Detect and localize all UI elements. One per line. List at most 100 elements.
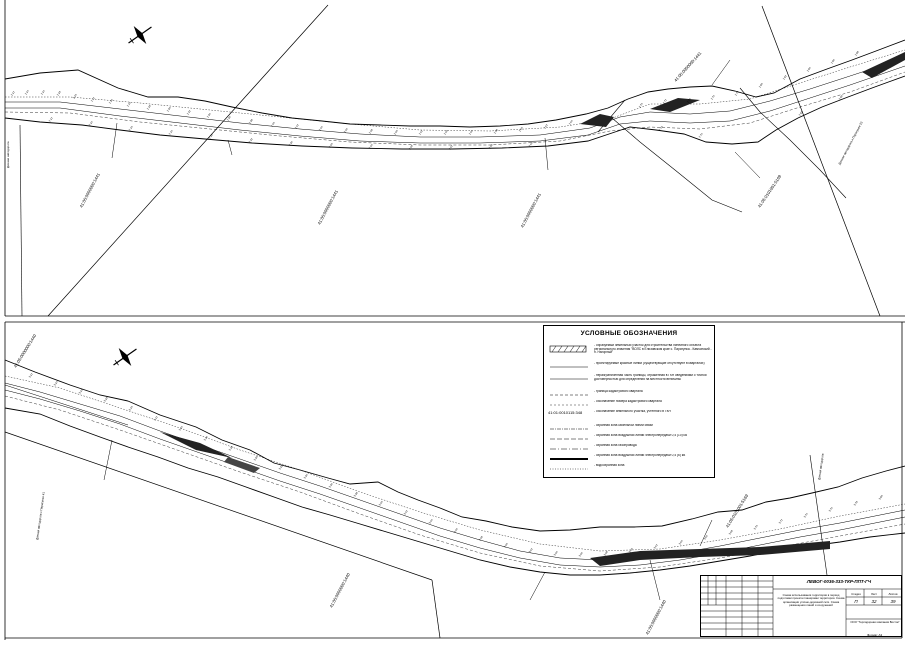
svg-text:2:74: 2:74 <box>698 132 704 139</box>
svg-text:2:12: 2:12 <box>48 116 54 123</box>
legend-title: УСЛОВНЫЕ ОБОЗНАЧЕНИЯ <box>580 330 678 337</box>
svg-text:1:22: 1:22 <box>90 96 96 103</box>
svg-text:2:86: 2:86 <box>838 94 844 101</box>
svg-text:3:38: 3:38 <box>353 491 359 498</box>
legend-text: - обозначение земельного участка, учтенн… <box>594 410 671 413</box>
top-sheet <box>4 4 905 317</box>
legend-item-land-plot: 41:01:0010115:348 - обозначение земельно… <box>546 410 714 422</box>
legend-symbol-hatch <box>549 345 587 353</box>
title-block-grid <box>700 575 902 637</box>
svg-text:1:78: 1:78 <box>734 90 740 97</box>
svg-text:1:28: 1:28 <box>146 104 152 111</box>
svg-text:1:30: 1:30 <box>166 106 172 113</box>
svg-text:1:88: 1:88 <box>854 50 860 57</box>
svg-text:1:58: 1:58 <box>493 128 499 135</box>
legend-number-label: 41:01:0010115:348 <box>548 410 583 415</box>
svg-text:2:70: 2:70 <box>658 125 664 132</box>
title-block: ЛЕВОГ-0036-333-ТКР-ППТ-ГЧ Схема использо… <box>700 575 902 637</box>
legend: УСЛОВНЫЕ ОБОЗНАЧЕНИЯ - образуемый земель… <box>543 325 715 478</box>
svg-text:3:16: 3:16 <box>78 388 84 395</box>
legend-symbol-line <box>550 378 588 380</box>
legend-text: - граница кадастрового квартала <box>594 390 643 393</box>
legend-symbol-dash-line <box>550 404 588 406</box>
organization: ООО "Терлидорная компания Восток" <box>850 620 900 624</box>
legend-text: - обозначение номера кадастрового кварта… <box>594 400 662 403</box>
svg-text:2:82: 2:82 <box>798 110 804 117</box>
legend-item-quarter-border: - граница кадастрового квартала <box>546 390 714 402</box>
svg-text:3:60: 3:60 <box>628 547 634 554</box>
legend-item-power-zone: - охранная зона воздушной линии электроп… <box>546 434 714 446</box>
bottom-sheet <box>4 359 905 639</box>
svg-text:3:30: 3:30 <box>253 455 259 462</box>
svg-text:3:78: 3:78 <box>853 500 859 507</box>
svg-text:1:62: 1:62 <box>543 123 549 130</box>
legend-item-red-lines: - проектируемые красные линии (существую… <box>546 362 714 374</box>
svg-text:1:54: 1:54 <box>443 129 449 136</box>
svg-text:2:60: 2:60 <box>528 141 534 148</box>
svg-text:1:20: 1:20 <box>72 93 78 100</box>
svg-text:1:76: 1:76 <box>710 94 716 101</box>
stage-value: П <box>854 599 858 604</box>
svg-text:1:60: 1:60 <box>518 126 524 133</box>
legend-symbol-dash-line <box>550 438 588 440</box>
svg-text:3:42: 3:42 <box>403 509 409 516</box>
svg-text:3:70: 3:70 <box>753 524 759 531</box>
svg-text:3:18: 3:18 <box>103 396 109 403</box>
top-survey-points: 1:12 1:14 1:16 1:18 1:20 1:22 1:24 1:26 … <box>10 50 860 151</box>
sheets-value: 39 <box>890 599 896 604</box>
legend-item-boundary: - неразграниченная часть границы, отраже… <box>546 374 714 386</box>
svg-text:1:12: 1:12 <box>10 90 16 97</box>
svg-text:1:36: 1:36 <box>226 115 232 122</box>
svg-text:3:46: 3:46 <box>453 527 459 534</box>
sheet-frames <box>4 0 905 640</box>
legend-symbol-dash-line <box>550 428 588 430</box>
legend-text: - водоохранная зона <box>594 464 625 467</box>
legend-text: - охранная зона воздушной линии электроп… <box>594 434 688 437</box>
legend-text: - охранная зона воздушной линии электроп… <box>594 454 686 457</box>
legend-text: - образуемый земельный участок для строи… <box>594 344 712 355</box>
svg-text:2:20: 2:20 <box>128 125 134 132</box>
svg-text:3:22: 3:22 <box>153 415 159 422</box>
svg-text:1:86: 1:86 <box>830 58 836 65</box>
svg-text:3:76: 3:76 <box>828 506 834 513</box>
svg-text:3:34: 3:34 <box>303 473 309 480</box>
road-label: Дачная автодорога <box>6 141 10 168</box>
road-label: Дачная автодорога к Паратунке 41 <box>35 491 46 540</box>
svg-text:2:56: 2:56 <box>488 143 494 150</box>
svg-text:3:64: 3:64 <box>678 539 684 546</box>
svg-text:3:50: 3:50 <box>503 542 509 549</box>
legend-item-gas-zone: - охранная зона газопровода <box>546 444 714 456</box>
svg-text:1:18: 1:18 <box>56 90 62 97</box>
svg-text:3:26: 3:26 <box>203 435 209 442</box>
svg-text:1:72: 1:72 <box>662 98 668 105</box>
svg-text:2:36: 2:36 <box>288 140 294 147</box>
svg-text:2:44: 2:44 <box>368 143 374 150</box>
legend-text: - неразграниченная часть границы, отраже… <box>594 374 707 381</box>
svg-text:1:82: 1:82 <box>782 74 788 81</box>
svg-text:2:48: 2:48 <box>408 144 414 151</box>
svg-text:1:70: 1:70 <box>638 102 644 109</box>
svg-text:1:50: 1:50 <box>393 129 399 136</box>
svg-text:3:58: 3:58 <box>603 550 609 557</box>
svg-text:1:52: 1:52 <box>418 129 424 136</box>
legend-text: - охранная зона кабельной линии связи <box>594 424 653 427</box>
svg-text:3:72: 3:72 <box>778 518 784 525</box>
svg-text:3:52: 3:52 <box>528 547 534 554</box>
svg-text:3:14: 3:14 <box>53 380 59 387</box>
svg-text:1:34: 1:34 <box>206 112 212 119</box>
svg-text:1:56: 1:56 <box>468 129 474 136</box>
svg-text:1:24: 1:24 <box>108 98 114 105</box>
sheet-header: Лист <box>870 592 878 596</box>
svg-text:3:44: 3:44 <box>428 518 434 525</box>
svg-text:1:32: 1:32 <box>186 109 192 116</box>
legend-item-water-zone: - водоохранная зона <box>546 464 714 476</box>
legend-item-quarter-number: - обозначение номера кадастрового кварта… <box>546 400 714 412</box>
svg-text:2:28: 2:28 <box>208 133 214 140</box>
format-label: Формат А3 <box>867 633 883 637</box>
svg-text:3:68: 3:68 <box>728 529 734 536</box>
svg-text:1:80: 1:80 <box>758 82 764 89</box>
svg-text:3:66: 3:66 <box>703 534 709 541</box>
road-label: Дачная автодорога <box>817 453 825 480</box>
